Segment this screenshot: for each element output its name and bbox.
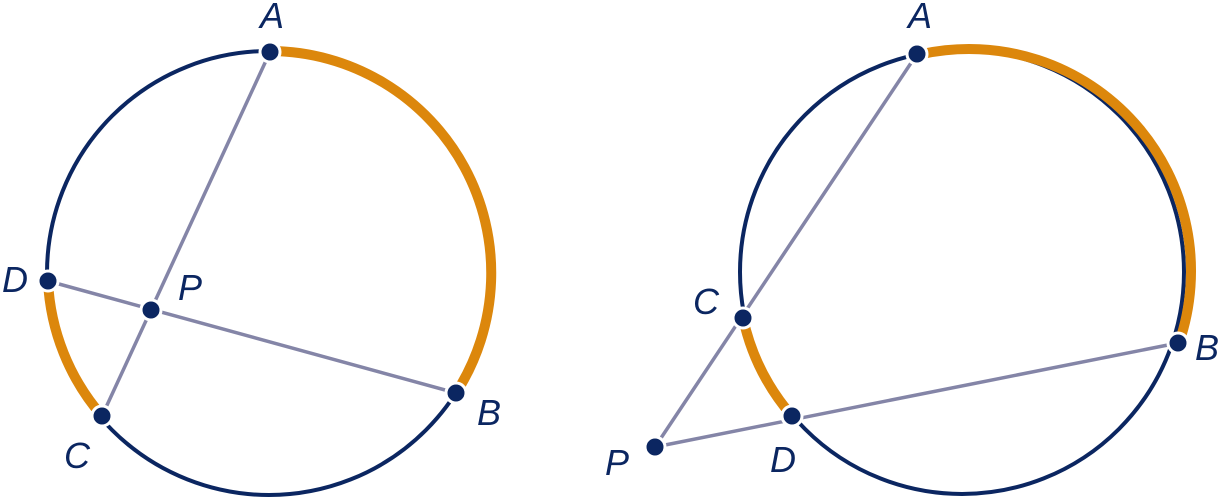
point-p-1 — [139, 298, 163, 322]
secant-pb-2 — [654, 341, 1179, 449]
arc-ab-highlight-1 — [270, 46, 497, 396]
point-b-1 — [444, 381, 468, 405]
label-p-2: P — [605, 442, 629, 483]
point-c-1 — [90, 404, 114, 428]
label-b-1: B — [477, 392, 501, 433]
circle-2 — [738, 48, 1186, 496]
arc-dc-highlight-1 — [43, 280, 106, 420]
label-a-1: A — [258, 0, 284, 36]
figure-intersecting-secants: A B C D P — [605, 0, 1219, 496]
label-d-1: D — [2, 259, 28, 300]
chord-ac-1 — [100, 51, 272, 417]
point-p-2 — [643, 435, 667, 459]
point-a-1 — [258, 40, 282, 64]
point-b-2 — [1166, 331, 1190, 355]
label-a-2: A — [906, 0, 932, 36]
label-d-2: D — [770, 439, 796, 480]
point-d-1 — [36, 269, 60, 293]
label-c-2: C — [693, 281, 720, 322]
label-p-1: P — [178, 267, 202, 308]
arc-ab-highlight-2 — [920, 43, 1197, 345]
point-c-2 — [731, 306, 755, 330]
label-c-1: C — [64, 435, 91, 476]
point-a-2 — [905, 42, 929, 66]
label-b-2: B — [1195, 327, 1219, 368]
point-d-2 — [780, 404, 804, 428]
figure-intersecting-chords: A B C D P — [2, 0, 501, 497]
secant-pa-2 — [653, 53, 919, 448]
chord-db-1 — [47, 279, 457, 395]
arc-cd-highlight-2 — [738, 316, 796, 420]
